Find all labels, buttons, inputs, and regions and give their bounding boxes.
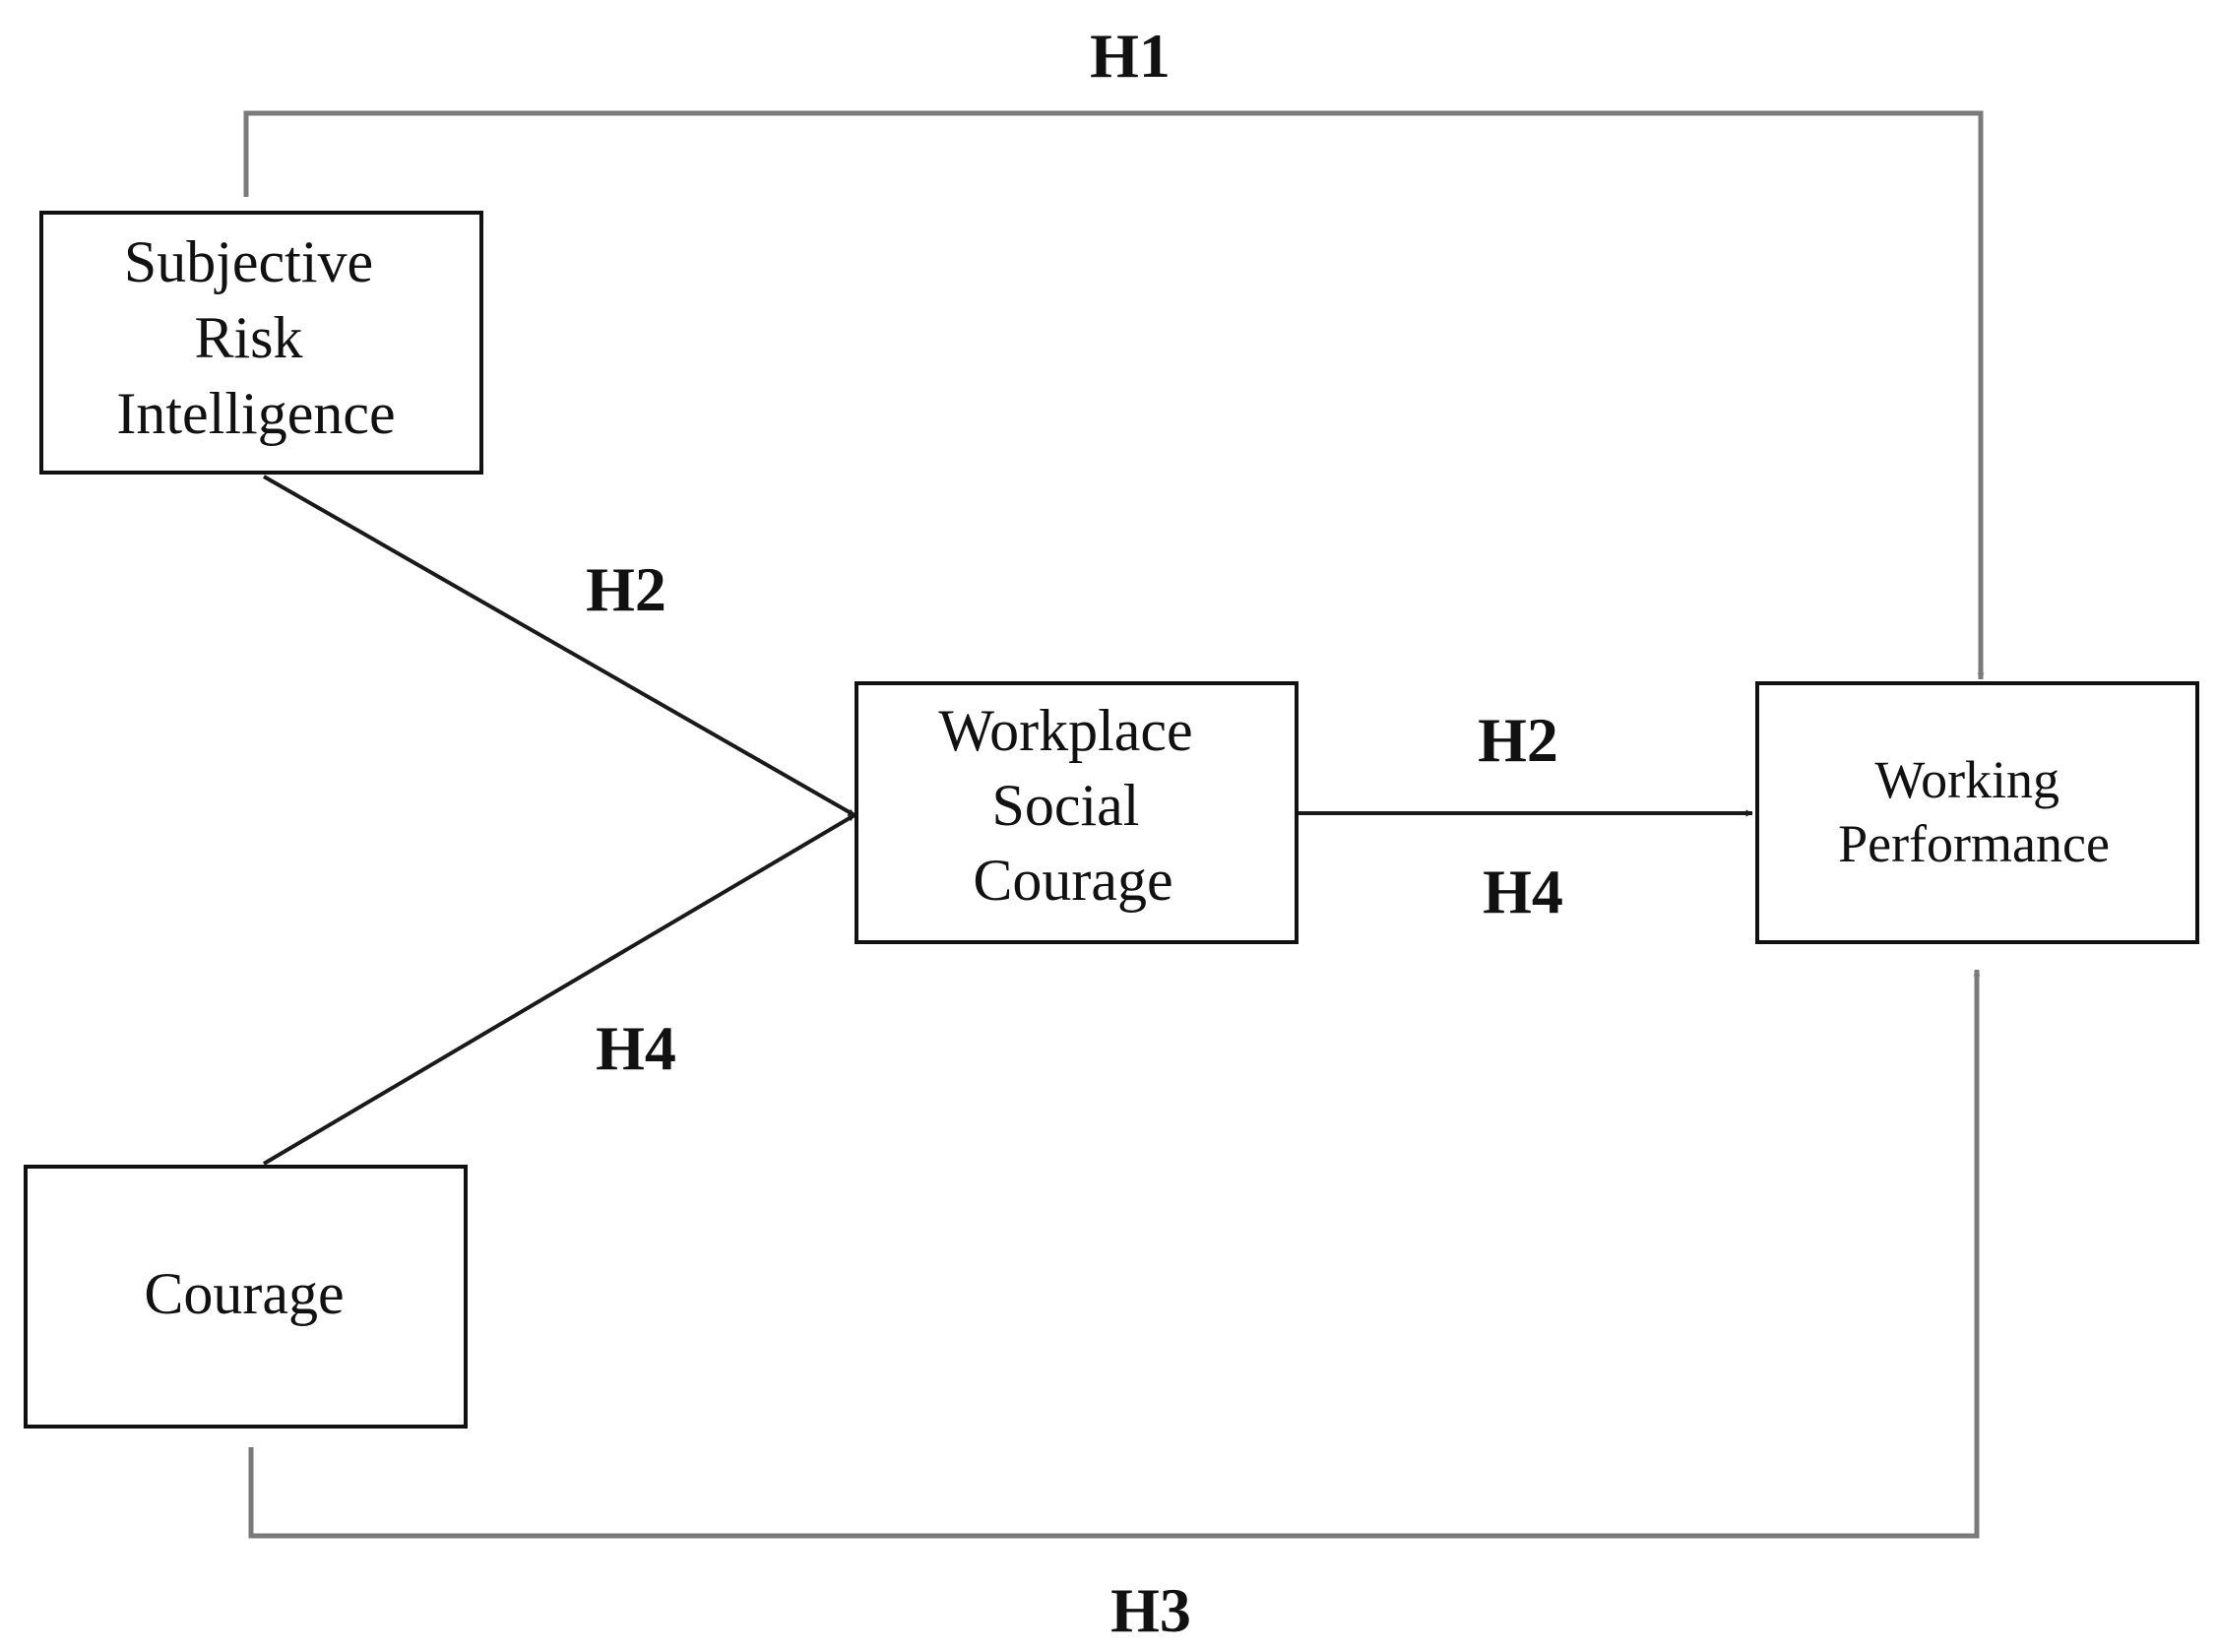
node-label-line: Courage: [973, 848, 1172, 913]
node-label-line: Social: [992, 773, 1140, 838]
edge-h2-sri-to-wsc: [263, 475, 855, 817]
node-label-line: Risk: [194, 305, 302, 370]
edge-h4-courage-to-wsc: [262, 813, 856, 1166]
node-courage: Courage: [24, 1165, 468, 1429]
node-label-line: Courage: [144, 1261, 344, 1326]
node-subjective-risk-intelligence: Subjective Risk Intelligence: [39, 211, 483, 475]
label-h4-right: H4: [1483, 857, 1563, 926]
node-working-performance: Working Performance: [1755, 681, 2199, 944]
edge-h3: [248, 969, 1981, 1539]
node-label-line: Working: [1874, 750, 2059, 809]
edge-labels: H1 H2 H4 H2 H4 H3: [586, 21, 1563, 1645]
label-h4-left: H4: [596, 1013, 676, 1083]
label-h1: H1: [1090, 21, 1171, 91]
svg-text:Workplace Social C: Workplace Social Courage: [938, 698, 1207, 913]
label-h2-left: H2: [586, 554, 666, 624]
node-workplace-social-courage: Workplace Social Courage: [855, 681, 1299, 944]
node-label-line: Performance: [1838, 814, 2110, 873]
edges: [243, 110, 1985, 1539]
svg-text:Courage: Courage: [144, 1261, 344, 1326]
label-h2-right: H2: [1478, 705, 1558, 775]
node-label-line: Workplace: [938, 698, 1192, 763]
label-h3: H3: [1110, 1575, 1191, 1645]
node-label-line: Intelligence: [116, 381, 395, 446]
edge-h1: [243, 110, 1985, 680]
node-label-line: Subjective: [124, 229, 373, 294]
svg-text:Working Performance: Working Performance: [1838, 750, 2110, 873]
svg-text:Subjective Risk In: Subjective Risk Intelligence: [116, 229, 395, 446]
